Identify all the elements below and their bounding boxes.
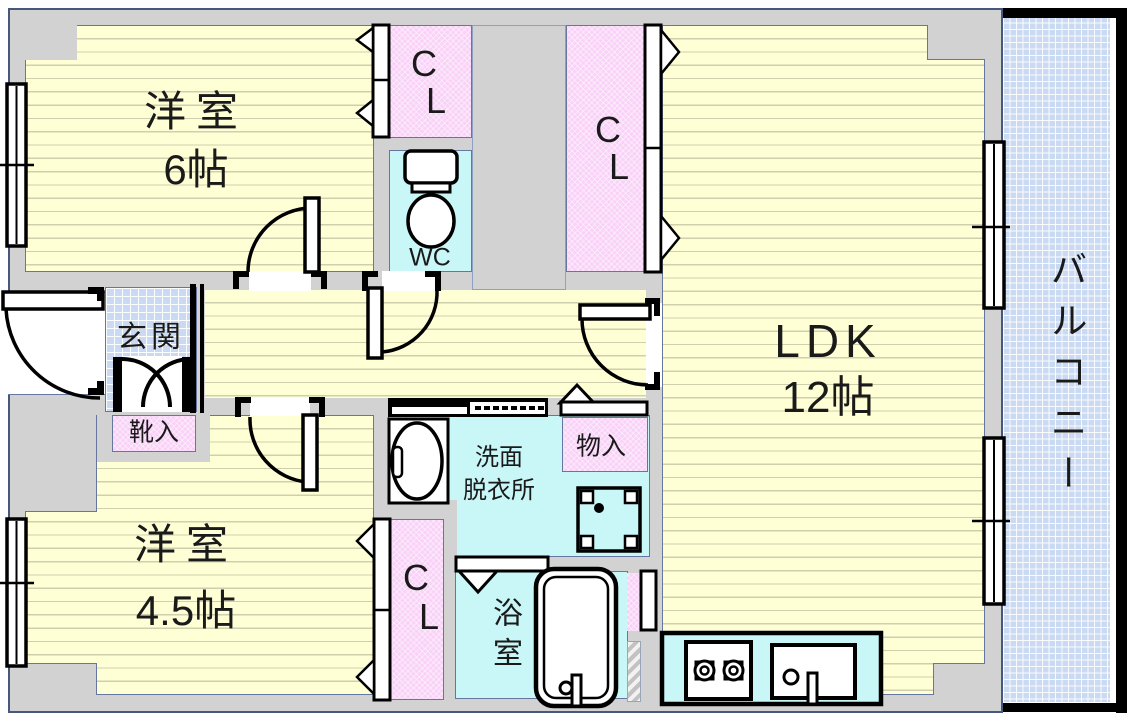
bedroom6-name: 洋室 xyxy=(143,88,249,135)
room-storage xyxy=(562,417,648,472)
bedroom45-size: 4.5帖 xyxy=(135,587,237,634)
room-ldk xyxy=(662,25,985,695)
pipe-shaft xyxy=(627,641,641,702)
wc-label: WC xyxy=(409,243,451,272)
room-closet3 xyxy=(389,519,444,700)
window-gap xyxy=(8,520,25,665)
void-space xyxy=(472,25,566,290)
closet1-label-c: C xyxy=(411,43,437,84)
room-bathroom xyxy=(455,571,628,699)
entrance-step xyxy=(122,356,182,412)
washroom-label-1: 洗面 xyxy=(475,444,523,471)
closet2-label-l: L xyxy=(608,146,630,187)
closet2-label-c: C xyxy=(595,109,621,150)
ldk-size: 12帖 xyxy=(781,373,875,422)
pillar-notch xyxy=(25,415,97,512)
window-gap xyxy=(8,85,25,245)
balcony-label: バルコニー xyxy=(1045,250,1086,505)
room-closet2 xyxy=(566,25,646,272)
bathroom-label: 浴室 xyxy=(488,597,521,677)
hallway xyxy=(205,290,646,398)
window-gap xyxy=(985,439,1003,603)
door-gap xyxy=(382,271,436,291)
pillar-notch xyxy=(25,25,77,60)
wall-segment xyxy=(374,500,457,520)
washroom-label-2: 脱衣所 xyxy=(463,477,535,504)
room-shoe-cabinet xyxy=(112,415,196,452)
entrance-label: 玄関 xyxy=(117,321,185,354)
door-gap xyxy=(646,303,662,387)
pillar-notch xyxy=(933,663,985,695)
wall-segment xyxy=(444,519,457,701)
storage-label: 物入 xyxy=(575,432,627,461)
balcony-railing-right xyxy=(1116,8,1127,713)
balcony-railing-top xyxy=(1001,8,1127,18)
pillar-notch xyxy=(927,25,985,60)
door-gap xyxy=(250,398,310,416)
balcony-railing-bottom xyxy=(1003,703,1127,712)
pillar-notch xyxy=(25,663,97,695)
shoe-cabinet-label: 靴入 xyxy=(128,418,180,447)
window-gap xyxy=(985,143,1003,307)
closet3-label-l: L xyxy=(418,596,440,637)
balcony-floor xyxy=(1003,16,1110,702)
closet3-label-c: C xyxy=(403,557,429,598)
door-gap xyxy=(249,271,311,291)
closet1-label-l: L xyxy=(425,80,447,121)
bedroom45-name: 洋室 xyxy=(133,521,239,568)
pink-strip xyxy=(627,573,641,631)
entrance-porch xyxy=(8,292,105,395)
bedroom6-size: 6帖 xyxy=(163,146,229,193)
ldk-name: LDK xyxy=(774,315,882,367)
